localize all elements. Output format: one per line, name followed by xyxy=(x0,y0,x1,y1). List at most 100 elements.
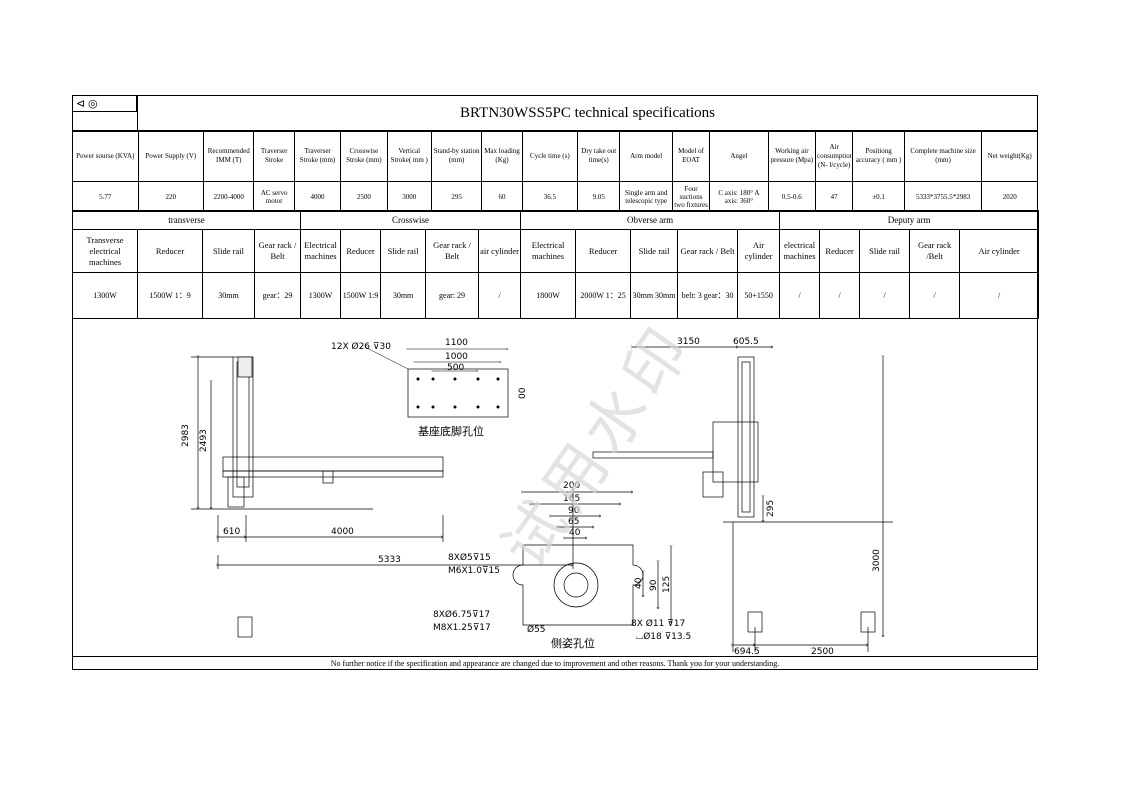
drive-header-cell: Slide rail xyxy=(202,229,255,273)
drive-header-cell: Air cylinder xyxy=(737,229,781,273)
drive-header-cell: Electrical machines xyxy=(520,229,577,273)
drive-value-cell: / xyxy=(859,272,911,319)
drive-value-cell: / xyxy=(909,272,961,319)
spec-header-cell: Traverser Stroke xyxy=(253,130,295,182)
drawing-svg: 2983 2493 610 40 00 5333 12X Ø26 ⊽30 1100… xyxy=(181,337,893,657)
technical-drawing: 试用水印 xyxy=(73,310,1037,657)
spec-table: Power sourse (KVA)Power Supply (V)Recomm… xyxy=(72,130,1038,212)
group-crosswise: Crosswise xyxy=(300,210,522,230)
dim-295: 295 xyxy=(766,500,776,517)
drive-header-cell: Reducer xyxy=(137,229,203,273)
spec-value-cell: 36.5 xyxy=(521,181,579,212)
spec-header-cell: Recommended IMM (T) xyxy=(203,130,255,182)
dim-3000: 3000 xyxy=(872,549,882,572)
hole-note-4: M8X1.25⊽17 xyxy=(433,623,491,633)
dim-610: 610 xyxy=(223,527,240,537)
front-view-drawing xyxy=(191,357,573,638)
spec-value-cell: 220 xyxy=(137,181,205,212)
spec-header-cell: Stand-by station (mm) xyxy=(430,130,483,182)
base-label: 基座底脚孔位 xyxy=(418,424,484,438)
group-transverse: transverse xyxy=(71,210,302,230)
spec-header-cell: Traverser Stroke (mm) xyxy=(293,130,342,182)
spec-header-cell: Positiong accuracy ( mm ) xyxy=(852,130,905,182)
side-view-drawing xyxy=(592,347,893,652)
drive-header-cell: Gear rack / Belt xyxy=(425,229,480,273)
flange-drawing xyxy=(512,492,671,626)
dim-125: 125 xyxy=(662,576,672,593)
spec-value-cell: 3000 xyxy=(386,181,432,212)
brand-logo: ⊲ ◎ xyxy=(73,96,137,112)
group-obverse-arm: Obverse arm xyxy=(520,210,781,230)
hole-note-3: 8XØ6.75⊽17 xyxy=(433,609,490,620)
drive-header-cell: Slide rail xyxy=(630,229,679,273)
dim-90-vertical: 90 xyxy=(649,579,659,591)
dim-1100: 1100 xyxy=(445,338,468,348)
spec-header-cell: Net weight(Kg) xyxy=(981,130,1038,182)
hole-note-2: M6X1.0⊽15 xyxy=(448,566,500,576)
dim-90: 90 xyxy=(568,506,580,516)
dim-2500: 2500 xyxy=(811,647,834,656)
spec-value-cell: 60 xyxy=(481,181,523,212)
dim-605-5: 605.5 xyxy=(733,337,759,347)
drive-header-cell: Slide rail xyxy=(380,229,427,273)
drive-value-cell: / xyxy=(779,272,821,319)
spec-header-cell: Dry take out time(s) xyxy=(577,130,621,182)
spec-value-cell: 4000 xyxy=(293,181,342,212)
spec-value-cell: C axis: 180° A axis: 360° xyxy=(709,181,769,212)
drive-table: transverse Crosswise Obverse arm Deputy … xyxy=(71,210,1040,319)
drive-value-cell: / xyxy=(819,272,861,319)
holes-note: 12X Ø26 ⊽30 xyxy=(331,341,391,352)
drive-value-cell: 1500W 1：9 xyxy=(137,272,203,319)
spec-value-cell: 2200-4000 xyxy=(203,181,255,212)
drive-value-cell: / xyxy=(478,272,522,319)
spec-value-cell: 2020 xyxy=(981,181,1038,212)
dim-2493: 2493 xyxy=(199,429,209,452)
dim-3150: 3150 xyxy=(677,337,700,347)
spec-value-cell: 5.77 xyxy=(72,181,139,212)
dim-40: 40 xyxy=(569,528,581,538)
group-row: transverse Crosswise Obverse arm Deputy … xyxy=(71,210,1040,230)
drive-value-cell: belt: 3 gear：30 xyxy=(677,272,739,319)
drive-header-cell: Gear rack /Belt xyxy=(909,229,961,273)
drive-header-cell: Reducer xyxy=(819,229,861,273)
drive-value-cell: 2000W 1：25 xyxy=(575,272,632,319)
drive-header-cell: Slide rail xyxy=(859,229,911,273)
drive-header-cell: Electrical machines xyxy=(300,229,342,273)
spec-header-cell: Angel xyxy=(709,130,769,182)
drive-value-cell: 1500W 1:9 xyxy=(340,272,382,319)
group-deputy-arm: Deputy arm xyxy=(779,210,1040,230)
spec-value-cell: 2500 xyxy=(340,181,388,212)
spec-header-cell: Power Supply (V) xyxy=(137,130,205,182)
spec-value-cell: 0.5-0.6 xyxy=(767,181,817,212)
spec-value-cell: Four suctions two fixtures xyxy=(671,181,711,212)
dim-d55: Ø55 xyxy=(527,624,546,635)
drive-header-cell: Reducer xyxy=(575,229,632,273)
dim-40-vertical: 40 xyxy=(634,577,644,589)
drive-header-cell: Air cylinder xyxy=(959,229,1040,273)
drive-value-cell: gear：29 xyxy=(253,272,302,319)
side-label: 侧姿孔位 xyxy=(551,636,595,650)
spec-header-cell: Vertical Stroke( mm ) xyxy=(386,130,432,182)
hole-note-1: 8XØ5⊽15 xyxy=(448,552,491,563)
page-title: BRTN30WSS5PC technical specifications xyxy=(460,105,715,121)
drive-header-cell: Gear rack / Belt xyxy=(677,229,739,273)
base-plate-drawing xyxy=(364,346,509,418)
spec-value-cell: 9.05 xyxy=(577,181,621,212)
dim-694-5: 694.5 xyxy=(734,647,760,656)
title-bar: ⊲ ◎ BRTN30WSS5PC technical specification… xyxy=(73,96,1037,132)
drive-header-cell: electrical machines xyxy=(779,229,821,273)
dim-00: 00 xyxy=(518,387,528,399)
dim-65: 65 xyxy=(568,517,579,527)
drive-value-cell: 1800W xyxy=(520,272,577,319)
dim-5333: 5333 xyxy=(378,555,401,565)
drive-header-cell: air cylinder xyxy=(478,229,522,273)
spec-header-cell: Air consumption (N- l/cycle) xyxy=(815,130,854,182)
spec-value-cell: 47 xyxy=(815,181,854,212)
spec-sheet: ⊲ ◎ BRTN30WSS5PC technical specification… xyxy=(71,95,1040,670)
drive-value-cell: 30mm xyxy=(380,272,427,319)
dim-165: 165 xyxy=(563,494,580,504)
hole-note-5: 8X Ø11 ⊽17 xyxy=(631,618,685,629)
dim-2983: 2983 xyxy=(181,424,191,447)
